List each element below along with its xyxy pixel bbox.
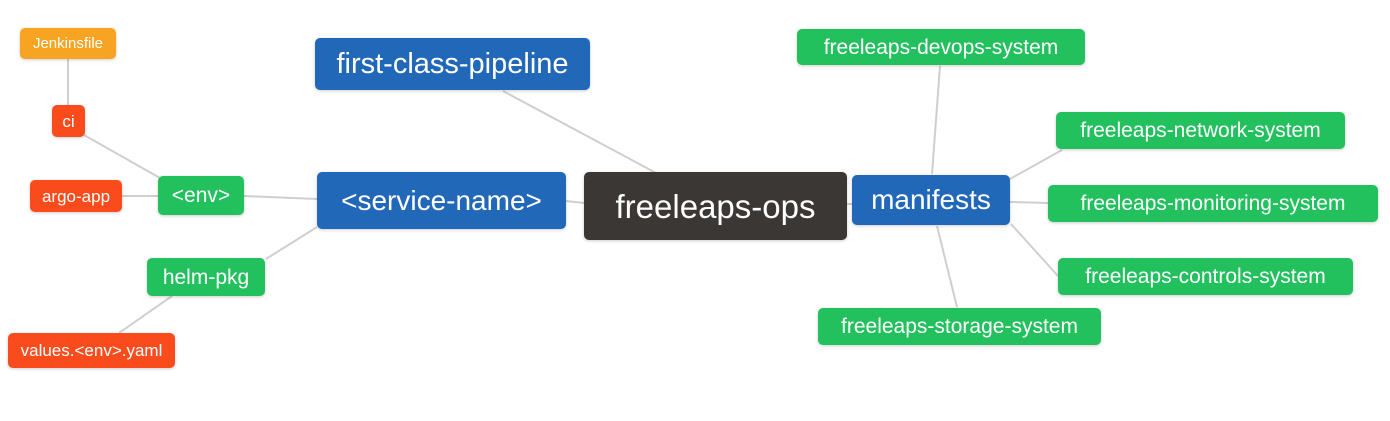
node-network-system[interactable]: freeleaps-network-system [1056, 112, 1345, 149]
edge-pipeline-ops [502, 90, 657, 174]
edge-manifests-storage [936, 225, 958, 308]
edge-manifests-monitoring [1009, 201, 1049, 204]
node-controls-system[interactable]: freeleaps-controls-system [1058, 258, 1353, 295]
edge-manifests-devops [931, 65, 941, 175]
node-values-env-yaml[interactable]: values.<env>.yaml [8, 333, 175, 368]
node-devops-system[interactable]: freeleaps-devops-system [797, 29, 1085, 65]
node-first-class-pipeline[interactable]: first-class-pipeline [315, 38, 590, 90]
node-helm-pkg[interactable]: helm-pkg [147, 258, 265, 296]
node-monitoring-system[interactable]: freeleaps-monitoring-system [1048, 185, 1378, 222]
edge-manifests-controls [1010, 223, 1059, 277]
edge-service-name-ops [565, 200, 585, 204]
edge-helm-pkg-service-name [265, 226, 318, 260]
node-env[interactable]: <env> [158, 176, 244, 215]
edge-values-helm-pkg [118, 295, 173, 334]
node-jenkinsfile[interactable]: Jenkinsfile [20, 28, 116, 59]
node-service-name[interactable]: <service-name> [317, 172, 566, 229]
node-argo-app[interactable]: argo-app [30, 180, 122, 212]
node-freeleaps-ops-root[interactable]: freeleaps-ops [584, 172, 847, 240]
edge-env-service-name [243, 195, 318, 200]
node-manifests[interactable]: manifests [852, 175, 1010, 225]
node-storage-system[interactable]: freeleaps-storage-system [818, 308, 1101, 345]
edge-ci-env [83, 134, 161, 179]
node-ci[interactable]: ci [52, 105, 85, 137]
edge-manifests-network [1009, 149, 1063, 180]
